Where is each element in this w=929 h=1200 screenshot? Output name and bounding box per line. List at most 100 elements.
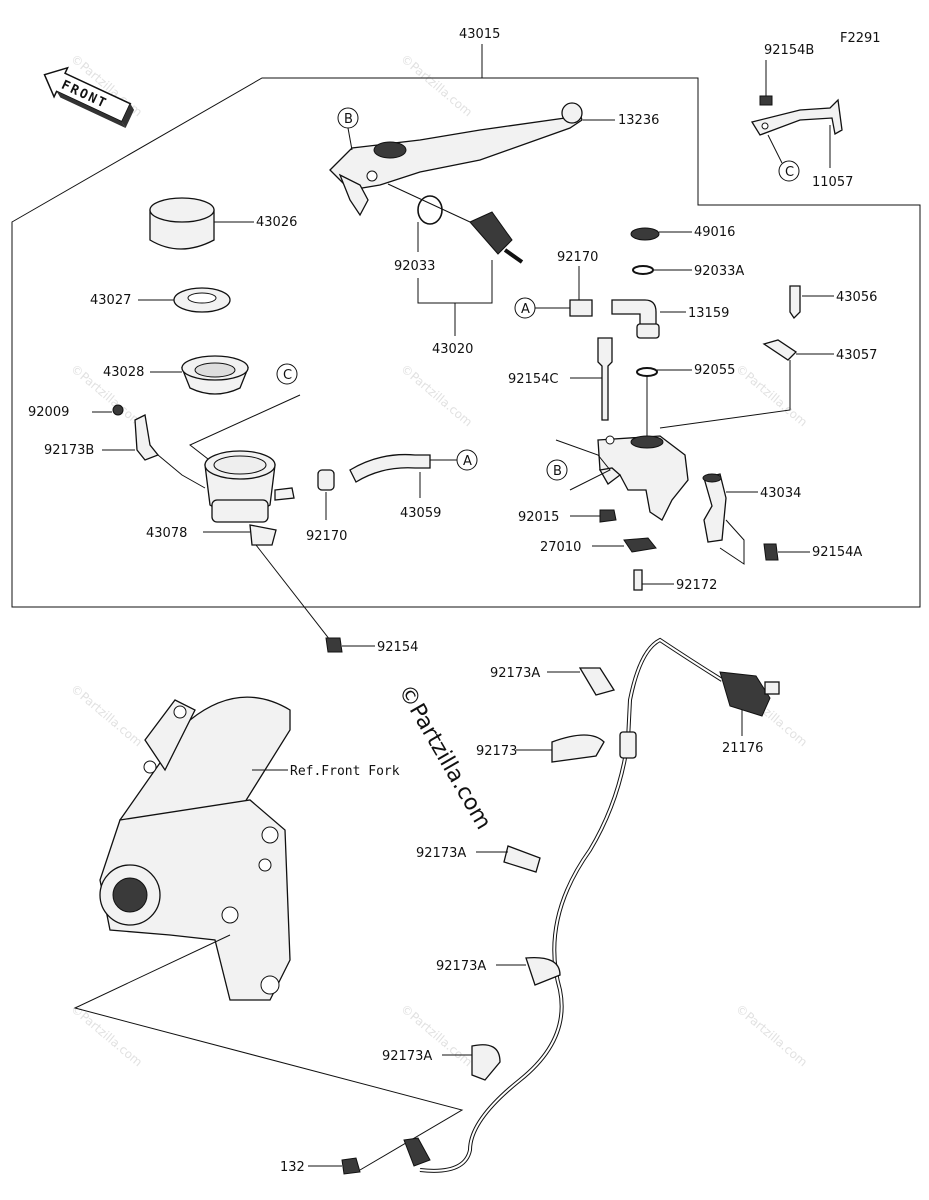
reservoir-43078 [204,450,295,546]
label-132: 132 [280,1160,305,1175]
leader-92154-shaft [255,544,331,641]
bolt-132 [341,1157,361,1175]
label-43026: 43026 [256,215,297,230]
bleeder-43056 [789,285,801,320]
screw-92154 [325,637,343,653]
screw-92154A [763,543,779,561]
ref-marker-a2-label: A [521,302,530,317]
label-21176: 21176 [722,741,763,756]
label-13236: 13236 [618,113,659,128]
label-43015: 43015 [459,27,500,42]
label-27010: 27010 [540,540,581,555]
label-43056: 43056 [836,290,877,305]
label-49016: 49016 [694,225,735,240]
label-43057: 43057 [836,348,877,363]
label-92154: 92154 [377,640,418,655]
clamp-92173A-3 [525,956,561,986]
ref-marker-c [778,160,800,182]
master-cylinder-body [597,435,689,521]
label-11057: 11057 [812,175,853,190]
ref-marker-c-label: C [785,165,794,180]
ref-marker-c2-label: C [283,368,292,383]
label-92173A-4: 92173A [382,1049,432,1064]
circlip-92033 [417,195,443,225]
brake-lever [329,102,583,217]
oring-92033A [632,265,654,275]
ref-marker-b [337,107,359,129]
label-92154A: 92154A [812,545,862,560]
pushrod-43020 [387,183,524,264]
ref-marker-a [456,449,478,471]
label-92170-b: 92170 [557,250,598,265]
label-43034: 43034 [760,486,801,501]
label-92173: 92173 [476,744,517,759]
label-92172: 92172 [676,578,717,593]
switch-27010 [623,537,657,553]
ref-marker-a-label: A [463,454,472,469]
screw-92172 [633,569,643,591]
ref-front-fork: Ref.Front Fork [290,764,400,779]
clamp-92173A-4 [471,1044,501,1081]
sensor-harness [419,637,724,1173]
label-92173A-2: 92173A [416,846,466,861]
clamp-43034 [702,473,727,543]
label-92173A-3: 92173A [436,959,486,974]
label-43028: 43028 [103,365,144,380]
label-43027: 43027 [90,293,131,308]
label-92154C: 92154C [508,372,558,387]
cap-49016 [630,227,660,241]
watermark: ©Partzilla.com [398,52,475,120]
clamp-92173A-2 [503,845,541,873]
clamp-92173A-1 [578,667,616,696]
bracket-11057 [750,95,843,136]
label-92015: 92015 [518,510,559,525]
nut-92015 [599,509,617,523]
watermark: ©Partzilla.com [68,1002,145,1070]
label-92173B: 92173B [44,443,94,458]
cap-43057 [762,339,798,361]
clip-92170-b [569,299,593,317]
label-92170-a: 92170 [306,529,347,544]
sensor-harness-core [419,638,723,1172]
label-92009: 92009 [28,405,69,420]
leader-b2 [555,439,611,491]
label-92154B: 92154B [764,43,814,58]
clamp-92173 [551,734,605,763]
ref-marker-b2 [546,459,568,481]
ref-marker-c2 [276,363,298,385]
harness-grommet [619,731,637,759]
figure-code: F2291 [840,31,881,46]
label-43059: 43059 [400,506,441,521]
ref-marker-b-label: B [344,112,353,127]
watermark: ©Partzilla.com [398,362,475,430]
assembly-outline [11,77,921,608]
label-43078: 43078 [146,526,187,541]
bolt-92154C [597,337,613,421]
leader-c-top [767,134,783,164]
clamp-92173B [134,414,160,461]
leader-92173B-b [157,454,206,489]
front-fork [99,696,291,1001]
label-92033A: 92033A [694,264,744,279]
washer-92055 [636,367,658,377]
label-43020: 43020 [432,342,473,357]
watermark: ©Partzilla.com [733,362,810,430]
connector-21176 [719,671,780,717]
label-13159: 13159 [688,306,729,321]
watermark: ©Partzilla.com [68,682,145,750]
leader-43034-b [719,519,745,565]
watermark: ©Partzilla.com [733,1002,810,1070]
leader-b [347,127,353,151]
leader-43057-b [659,360,791,429]
label-92173A-1: 92173A [490,666,540,681]
speed-sensor [403,1137,431,1167]
screw-92009 [112,404,124,416]
reservoir-cap-43026 [149,197,215,250]
hose-43059 [349,453,431,483]
label-92055: 92055 [694,363,735,378]
diaphragm-43028 [181,355,249,395]
label-92033: 92033 [394,259,435,274]
ref-marker-b2-label: B [553,464,562,479]
fitting-13159 [611,299,660,339]
